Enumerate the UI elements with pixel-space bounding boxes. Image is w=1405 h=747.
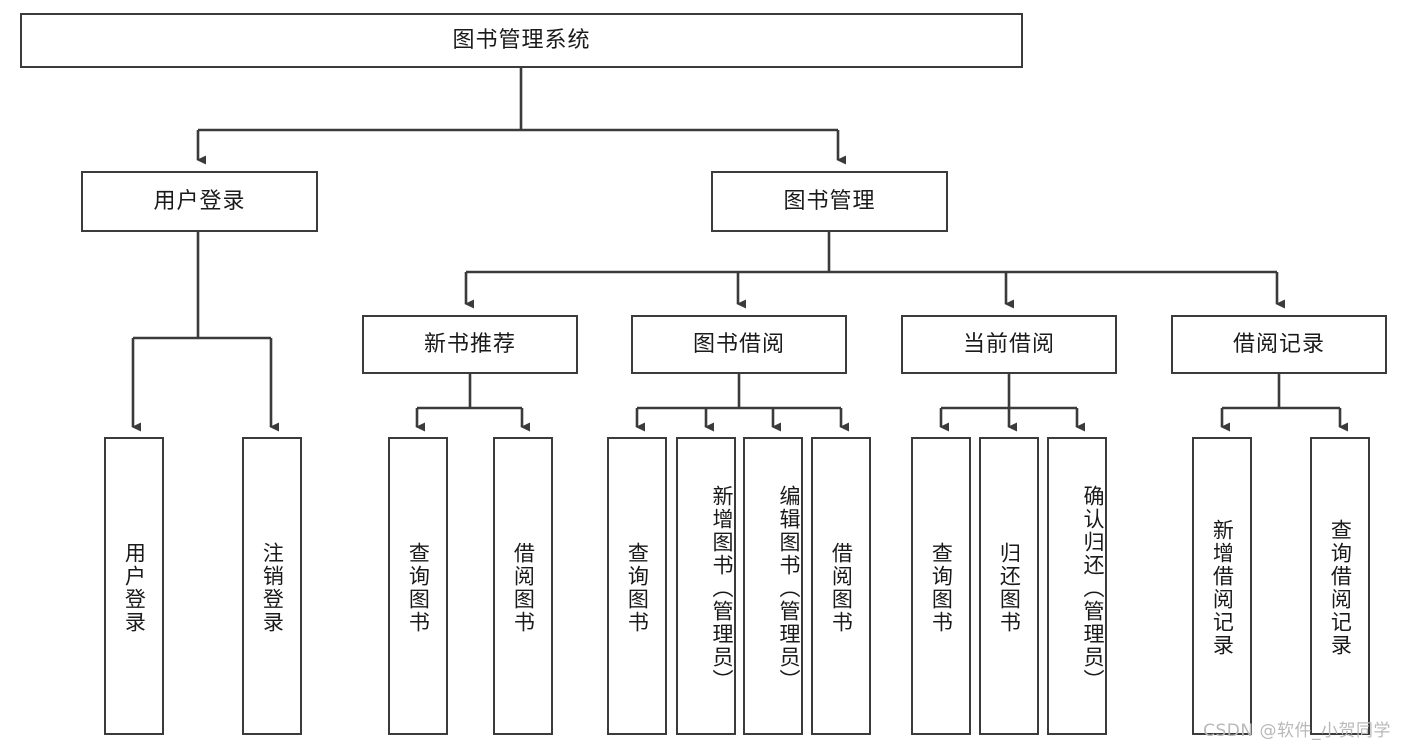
node-label: 借阅图书 [511, 542, 536, 634]
node-label: 借阅记录 [1232, 331, 1325, 357]
node-label: 编辑图书（管理员） [777, 484, 801, 692]
node-new-book-recommend[interactable]: 新书推荐 [362, 315, 578, 374]
node-label: 确认归还（管理员） [1081, 484, 1105, 692]
node-book-borrow[interactable]: 图书借阅 [631, 315, 847, 374]
node-label: 新增图书（管理员） [710, 484, 734, 692]
node-label: 当前借阅 [962, 331, 1055, 357]
node-label: 注销登录 [260, 542, 285, 634]
node-label: 新书推荐 [423, 331, 516, 357]
leaf-borrow-query-book[interactable]: 查询图书 [607, 437, 667, 735]
node-root-book-management-system[interactable]: 图书管理系统 [20, 13, 1023, 68]
node-label: 用户登录 [153, 188, 246, 214]
node-label: 图书借阅 [692, 331, 785, 357]
node-user-login[interactable]: 用户登录 [81, 171, 318, 232]
leaf-current-confirm-return-admin[interactable]: 确认归还（管理员） [1047, 437, 1107, 735]
node-label: 用户登录 [122, 542, 147, 634]
node-label: 查询图书 [929, 542, 954, 634]
node-label: 新增借阅记录 [1210, 519, 1235, 657]
node-label: 归还图书 [997, 542, 1022, 634]
node-current-borrow[interactable]: 当前借阅 [901, 315, 1117, 374]
leaf-current-return-book[interactable]: 归还图书 [979, 437, 1039, 735]
leaf-records-query-record[interactable]: 查询借阅记录 [1310, 437, 1370, 735]
csdn-watermark: CSDN @软件_小贺同学 [1203, 721, 1391, 741]
node-borrow-records[interactable]: 借阅记录 [1171, 315, 1387, 374]
leaf-recommend-borrow-book[interactable]: 借阅图书 [493, 437, 553, 735]
leaf-user-login-logout[interactable]: 注销登录 [242, 437, 302, 735]
leaf-recommend-query-book[interactable]: 查询图书 [388, 437, 448, 735]
leaf-borrow-add-book-admin[interactable]: 新增图书（管理员） [676, 437, 736, 735]
node-label: 查询图书 [406, 542, 431, 634]
node-label: 图书管理 [783, 188, 876, 214]
node-label: 图书管理系统 [452, 27, 591, 53]
leaf-records-add-record[interactable]: 新增借阅记录 [1192, 437, 1252, 735]
node-label: 查询图书 [625, 542, 650, 634]
leaf-current-query-book[interactable]: 查询图书 [911, 437, 971, 735]
leaf-borrow-edit-book-admin[interactable]: 编辑图书（管理员） [743, 437, 803, 735]
node-label: 查询借阅记录 [1328, 519, 1353, 657]
node-book-management[interactable]: 图书管理 [711, 171, 948, 232]
leaf-user-login-login[interactable]: 用户登录 [104, 437, 164, 735]
node-label: 借阅图书 [829, 542, 854, 634]
leaf-borrow-borrow-book[interactable]: 借阅图书 [811, 437, 871, 735]
